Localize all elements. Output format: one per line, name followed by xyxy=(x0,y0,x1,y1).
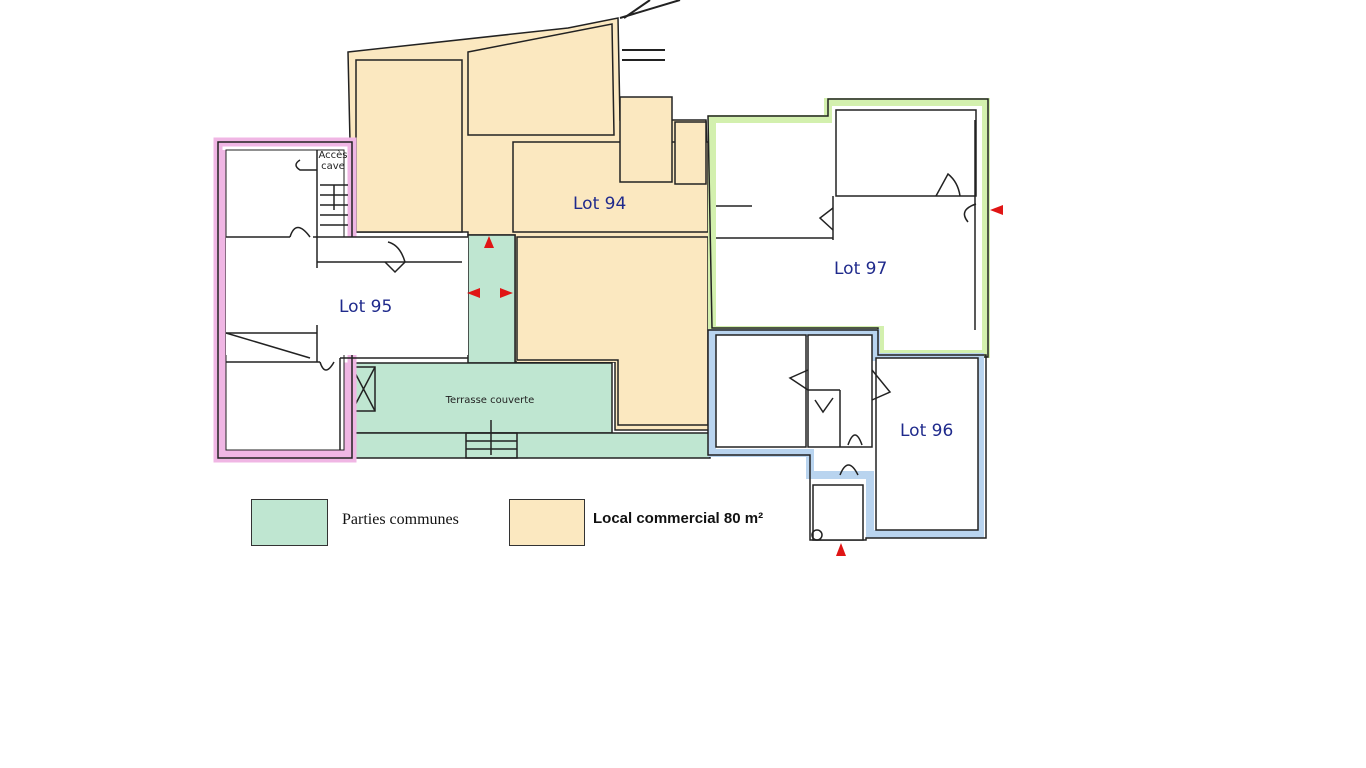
commercial-room-1 xyxy=(355,59,463,233)
arrow-left-icon xyxy=(467,288,480,298)
legend-label-common: Parties communes xyxy=(342,511,459,528)
legend-swatch-commercial xyxy=(509,499,585,546)
legend-label-commercial: Local commercial 80 m² xyxy=(593,510,764,527)
terrace-strip xyxy=(351,432,711,459)
commercial-closet-2 xyxy=(674,121,707,185)
lot-96-area xyxy=(707,329,987,541)
arrow-right-icon xyxy=(500,288,513,298)
commercial-room-2 xyxy=(467,23,615,136)
common-area xyxy=(351,234,711,459)
commercial-closet-1 xyxy=(619,96,673,183)
arrow-up-icon xyxy=(836,543,846,556)
commercial-room-3 xyxy=(517,237,708,362)
common-corridor xyxy=(467,234,516,364)
arrow-left-icon xyxy=(990,205,1003,215)
lot-94-label: Lot 94 xyxy=(573,194,627,214)
legend-swatch-common xyxy=(251,499,328,546)
lot-95-area xyxy=(213,137,468,463)
commercial-area xyxy=(347,17,711,431)
lot-97-area xyxy=(707,98,990,358)
lot-95-label: Lot 95 xyxy=(339,297,393,317)
entrance-arrows xyxy=(467,205,1003,556)
covered-terrace-label: Terrasse couverte xyxy=(445,395,535,406)
lot-97-label: Lot 97 xyxy=(834,259,888,279)
north-walls xyxy=(619,0,681,61)
cellar-access-label: Accès cave xyxy=(318,150,348,172)
lot-96-label: Lot 96 xyxy=(900,421,954,441)
arrow-up-icon xyxy=(484,236,494,248)
